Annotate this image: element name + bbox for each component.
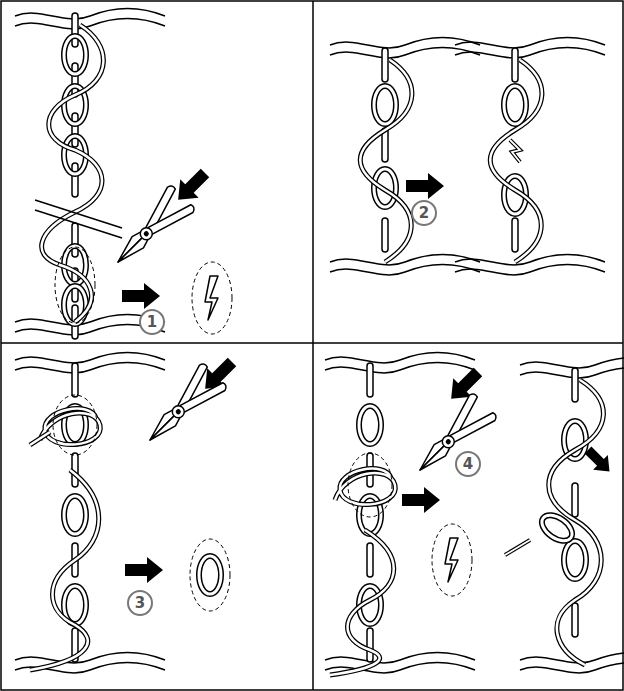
callout-number: 3	[135, 596, 145, 611]
callout-number: 4	[463, 457, 473, 472]
callout-number: 1	[147, 315, 157, 330]
callout-number: 2	[419, 206, 429, 221]
